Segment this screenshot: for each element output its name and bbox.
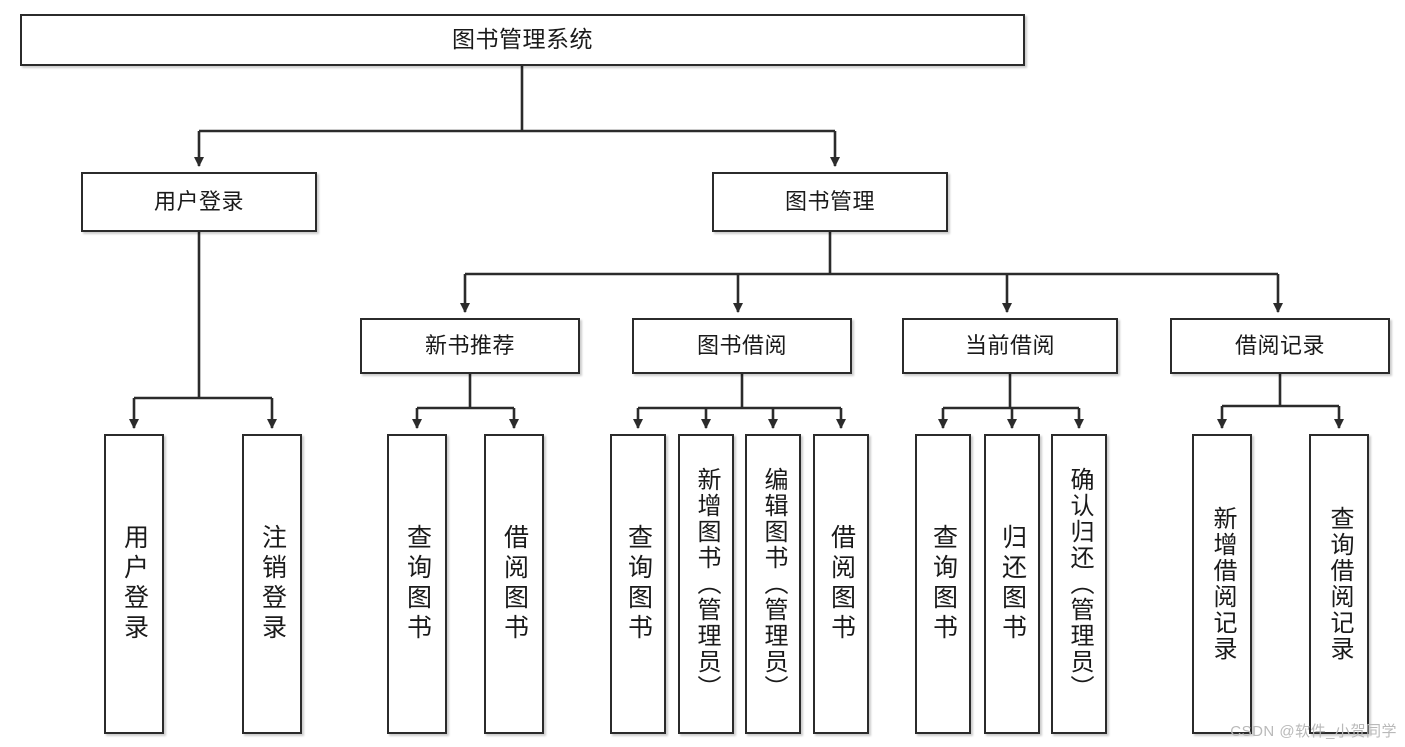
node-leaf-confirm-return-admin[interactable]: 确认归还（管理员）	[1051, 434, 1107, 734]
node-label: 借阅图书	[827, 524, 856, 644]
node-leaf-query-borrow-record[interactable]: 查询借阅记录	[1309, 434, 1369, 734]
node-label: 查询图书	[403, 524, 432, 644]
node-label: 查询图书	[929, 524, 958, 644]
node-label: 借阅记录	[1234, 332, 1325, 358]
node-label: 查询图书	[624, 524, 653, 644]
node-leaf-borrow-query-book[interactable]: 查询图书	[610, 434, 666, 734]
node-label: 新书推荐	[424, 332, 515, 358]
node-leaf-return-book[interactable]: 归还图书	[984, 434, 1040, 734]
node-label: 用户登录	[120, 524, 149, 644]
node-leaf-edit-book-admin[interactable]: 编辑图书（管理员）	[745, 434, 801, 734]
node-root[interactable]: 图书管理系统	[20, 14, 1025, 66]
csdn-watermark: CSDN @软件_小贺同学	[1230, 723, 1397, 740]
node-label: 借阅图书	[500, 524, 529, 644]
node-borrow-record[interactable]: 借阅记录	[1170, 318, 1390, 374]
node-book-borrow[interactable]: 图书借阅	[632, 318, 852, 374]
node-user-login[interactable]: 用户登录	[81, 172, 317, 232]
node-label: 查询借阅记录	[1326, 506, 1353, 662]
node-leaf-add-book-admin[interactable]: 新增图书（管理员）	[678, 434, 734, 734]
node-label: 新增图书（管理员）	[693, 467, 720, 701]
node-leaf-cur-query-book[interactable]: 查询图书	[915, 434, 971, 734]
node-label: 注销登录	[258, 524, 287, 644]
node-current-borrow[interactable]: 当前借阅	[902, 318, 1118, 374]
node-leaf-borrow-book[interactable]: 借阅图书	[813, 434, 869, 734]
node-label: 确认归还（管理员）	[1066, 467, 1093, 701]
node-label: 归还图书	[998, 524, 1027, 644]
node-label: 图书管理系统	[452, 26, 593, 53]
node-leaf-user-logout[interactable]: 注销登录	[242, 434, 302, 734]
node-leaf-rec-query-book[interactable]: 查询图书	[387, 434, 447, 734]
node-book-manage[interactable]: 图书管理	[712, 172, 948, 232]
node-label: 图书借阅	[696, 332, 787, 358]
node-label: 用户登录	[153, 188, 244, 214]
node-label: 编辑图书（管理员）	[760, 467, 787, 701]
node-leaf-add-borrow-record[interactable]: 新增借阅记录	[1192, 434, 1252, 734]
node-new-book-rec[interactable]: 新书推荐	[360, 318, 580, 374]
node-leaf-rec-borrow-book[interactable]: 借阅图书	[484, 434, 544, 734]
node-label: 当前借阅	[964, 332, 1055, 358]
node-leaf-user-login[interactable]: 用户登录	[104, 434, 164, 734]
node-label: 图书管理	[784, 188, 875, 214]
node-label: 新增借阅记录	[1209, 506, 1236, 662]
